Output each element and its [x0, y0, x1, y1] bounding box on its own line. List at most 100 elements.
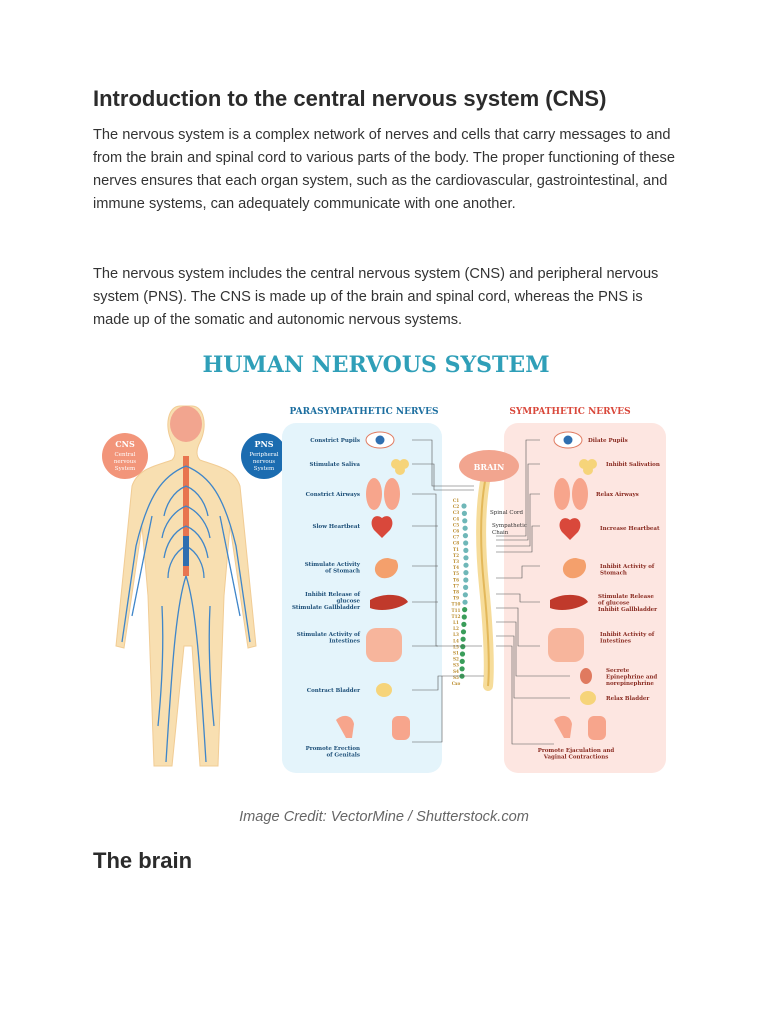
- chain-ganglion: [459, 658, 465, 664]
- vertebra-labels: C1C2C3C4C5C6C7C8T1T2T3T4T5T6T7T8T9T10T11…: [452, 498, 461, 686]
- parasympathetic-item-label: Stimulate Activity of: [297, 632, 361, 638]
- image-credit: Image Credit: VectorMine / Shutterstock.…: [239, 809, 529, 825]
- vertebra-label: C5: [453, 522, 459, 527]
- chain-ganglion: [461, 510, 467, 516]
- vertebra-label: S2: [453, 657, 459, 662]
- chain-ganglion: [460, 644, 466, 650]
- bladder-icon: [376, 683, 392, 697]
- organ-icons-sympathetic: [548, 431, 606, 740]
- cns-badge-line: Central: [115, 452, 136, 458]
- chain-ganglion: [463, 570, 469, 576]
- pns-badge-line: Peripheral: [249, 452, 278, 458]
- chain-ganglion: [463, 540, 469, 546]
- heart-icon: [371, 516, 393, 538]
- article-title: Introduction to the central nervous syst…: [93, 86, 607, 111]
- vertebra-label: T2: [453, 553, 459, 558]
- parasympathetic-item-label: Intestines: [329, 639, 360, 645]
- cns-pns-paragraph: The nervous system includes the central …: [93, 266, 659, 328]
- sympathetic-item-label: Stimulate Release: [598, 594, 654, 600]
- vertebra-label: Cxo: [452, 681, 461, 686]
- parasympathetic-item-label: Stimulate Activity: [305, 562, 361, 568]
- vertebra-label: S4: [453, 669, 459, 674]
- brain-label: BRAIN: [474, 462, 505, 472]
- intestines-icon: [366, 628, 402, 662]
- parasympathetic-item-label: Inhibit Release of: [305, 592, 360, 598]
- vertebra-label: L2: [453, 626, 459, 631]
- chain-ganglion: [463, 577, 469, 583]
- parasympathetic-header: PARASYMPATHETIC NERVES: [290, 407, 439, 417]
- chain-ganglion: [462, 607, 468, 613]
- vertebra-label: C3: [453, 510, 459, 515]
- vertebra-label: T1: [453, 547, 459, 552]
- vertebra-label: S1: [453, 651, 459, 656]
- chain-ganglion: [462, 533, 469, 539]
- chain-ganglion: [460, 629, 467, 635]
- sympathetic-header: SYMPATHETIC NERVES: [509, 407, 630, 417]
- sympathetic-panel: [504, 423, 666, 773]
- nervous-system-figure: HUMAN NERVOUS SYSTEM CNS: [102, 352, 666, 773]
- nerve-connections: [412, 439, 570, 745]
- sympathetic-item-label: norepinephrine: [606, 681, 654, 687]
- intestines-icon: [548, 628, 584, 662]
- chain-ganglion: [459, 666, 465, 672]
- vertebra-label: C8: [453, 541, 459, 546]
- sympathetic-item-label: Inhibit Salivation: [606, 462, 660, 468]
- chain-ganglion: [461, 614, 467, 620]
- lungs-icon: [366, 478, 400, 510]
- chain-ganglion: [460, 636, 466, 642]
- chain-ganglion: [462, 599, 468, 605]
- chain-ganglion: [462, 525, 468, 531]
- vertebra-label: T7: [453, 583, 459, 588]
- sympathetic-item-label: Relax Bladder: [606, 696, 649, 702]
- cns-badge-line: nervous: [114, 459, 136, 465]
- vertebra-label: L5: [453, 644, 459, 649]
- vertebra-label: C7: [453, 535, 459, 540]
- sympathetic-chain-label: Sympathetic: [492, 523, 527, 529]
- vertebra-label: T10: [452, 602, 461, 607]
- reproductive-organs-icon: [554, 715, 606, 740]
- vertebra-label: T4: [453, 565, 459, 570]
- figure-title: HUMAN NERVOUS SYSTEM: [202, 352, 549, 378]
- sympathetic-item-label: Dilate Pupils: [588, 438, 628, 444]
- organ-icons-parasympathetic: [336, 431, 410, 740]
- section-heading-brain: The brain: [93, 848, 193, 873]
- chain-ganglion: [461, 621, 467, 627]
- intro-paragraph: The nervous system is a complex network …: [93, 127, 675, 212]
- chain-ganglion: [463, 555, 469, 561]
- sympathetic-item-label: Epinephrine and: [606, 675, 657, 681]
- parasympathetic-item-label: Promote Erection: [306, 746, 360, 752]
- vertebra-label: T9: [453, 596, 459, 601]
- cns-badge-line: System: [115, 466, 136, 472]
- sympathetic-item-label: of glucose: [598, 601, 630, 607]
- heart-icon: [559, 518, 581, 540]
- vertebra-label: S3: [453, 663, 459, 668]
- kidney-icon: [580, 668, 592, 684]
- sympathetic-item-label: Inhibit Activity of: [600, 564, 655, 570]
- vertebra-label: T11: [452, 608, 461, 613]
- parasympathetic-item-label: Stimulate Saliva: [309, 462, 360, 468]
- salivary-gland-icon: [391, 459, 409, 475]
- reproductive-organs-icon: [336, 715, 410, 740]
- sympathetic-item-label: Inhibit Gallbladder: [598, 607, 657, 613]
- chain-ganglion: [459, 651, 466, 657]
- parasympathetic-item-label: Constrict Airways: [306, 492, 360, 498]
- chain-ganglion: [463, 584, 469, 590]
- vertebra-label: C4: [453, 516, 459, 521]
- parasympathetic-item-label: Constrict Pupils: [310, 438, 360, 444]
- parasympathetic-item-label: Stimulate Gallbladder: [292, 605, 360, 611]
- parasympathetic-item-label: of Genitals: [326, 753, 360, 759]
- eye-icon: [553, 431, 583, 449]
- pns-badge-line: nervous: [253, 459, 275, 465]
- chain-ganglion: [462, 518, 468, 524]
- vertebra-label: L4: [453, 638, 459, 643]
- pns-badge-line: System: [254, 466, 275, 472]
- vertebra-label: T12: [452, 614, 461, 619]
- sympathetic-item-label: Relax Airways: [596, 492, 639, 498]
- vertebra-label: L3: [453, 632, 459, 637]
- cns-badge-title: CNS: [115, 439, 135, 449]
- stomach-icon: [374, 558, 399, 579]
- sympathetic-item-label: Secrete: [606, 668, 630, 674]
